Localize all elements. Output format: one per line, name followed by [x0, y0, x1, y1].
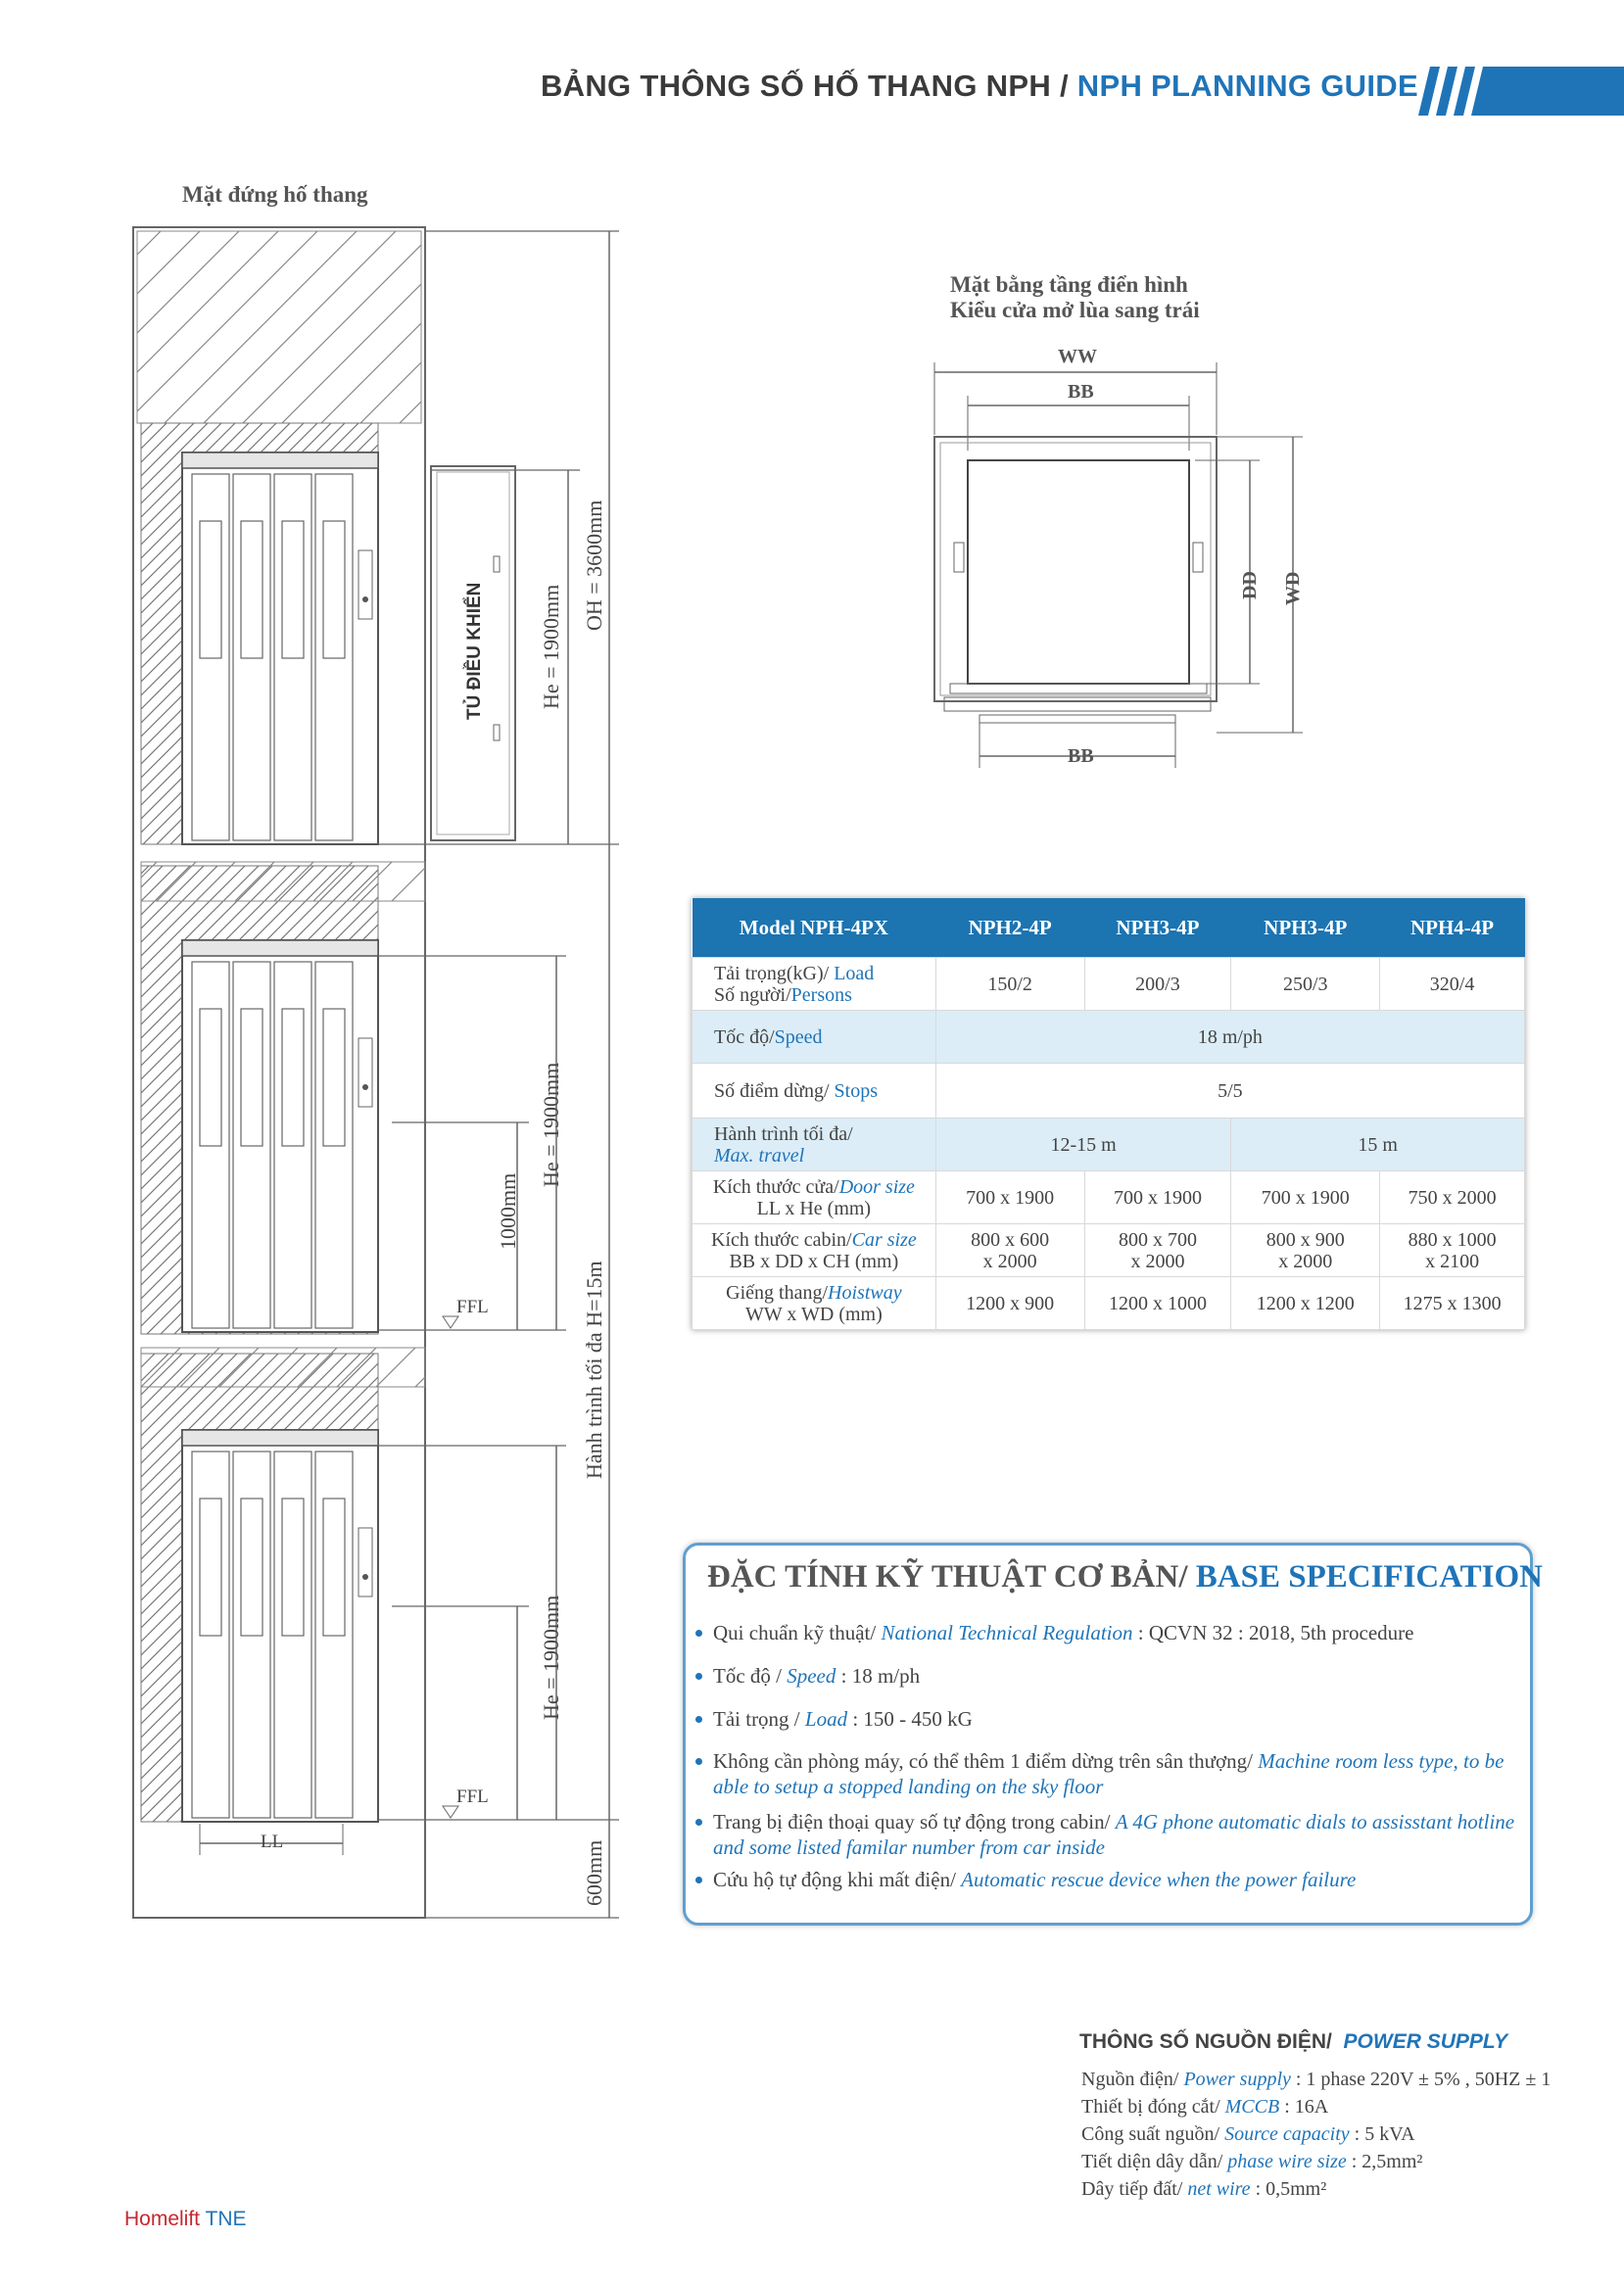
table-row-speed: Tốc độ/Speed 18 m/ph: [692, 1010, 1526, 1064]
table-cell: 700 x 1900: [1083, 1170, 1232, 1224]
he-label-bottom: He = 1900mm: [539, 1595, 563, 1720]
plan-title: Mặt bằng tầng điển hình: [950, 272, 1188, 297]
list-item: Cứu hộ tự động khi mất điện/ Automatic r…: [695, 1867, 1516, 1892]
list-item: Tải trọng / Load : 150 - 450 kG: [695, 1706, 1516, 1732]
page-title-vi: BẢNG THÔNG SỐ HỐ THANG NPH /: [541, 69, 1069, 103]
table-cell: 700 x 1900: [1230, 1170, 1381, 1224]
header-model: Model NPH-4PX: [692, 898, 936, 958]
list-item: Tốc độ / Speed : 18 m/ph: [695, 1663, 1516, 1689]
header-nph2: NPH2-4P: [935, 898, 1085, 958]
row-label-load: Tải trọng(kG)/ Load Số người/Persons: [692, 957, 936, 1011]
spec-table: Model NPH-4PX NPH2-4P NPH3-4P NPH3-4P NP…: [692, 898, 1526, 1330]
spec-table-header: Model NPH-4PX NPH2-4P NPH3-4P NPH3-4P NP…: [692, 898, 1525, 958]
table-cell: 5/5: [934, 1063, 1526, 1119]
ll-label: LL: [261, 1832, 283, 1852]
row-label-stops: Số điểm dừng/ Stops: [692, 1063, 936, 1119]
plan-subtitle: Kiểu cửa mở lùa sang trái: [950, 298, 1200, 322]
list-item: Qui chuẩn kỹ thuật/ National Technical R…: [695, 1620, 1516, 1645]
table-row-travel: Hành trình tối đa/Max. travel 12-15 m 15…: [692, 1118, 1525, 1171]
table-cell: 320/4: [1379, 957, 1525, 1011]
plan-dd-label: DD: [1239, 571, 1261, 599]
power-line: Thiết bị đóng cắt/ MCCB : 16A: [1081, 2096, 1329, 2118]
table-cell: 1275 x 1300: [1379, 1276, 1525, 1330]
table-cell: 200/3: [1083, 957, 1232, 1011]
power-line: Tiết diện dây dẫn/ phase wire size : 2,5…: [1081, 2151, 1423, 2172]
power-line: Công suất nguồn/ Source capacity : 5 kVA: [1081, 2123, 1415, 2145]
table-row-load: Tải trọng(kG)/ Load Số người/Persons 150…: [692, 957, 1525, 1011]
table-cell: 250/3: [1230, 957, 1381, 1011]
he-label-top: He = 1900mm: [539, 585, 563, 709]
elevation-title: Mặt đứng hố thang: [182, 182, 368, 207]
base-spec-title: ĐẶC TÍNH KỸ THUẬT CƠ BẢN/ BASE SPECIFICA…: [707, 1559, 1543, 1595]
header-nph3b: NPH3-4P: [1230, 898, 1380, 958]
page-title-en: NPH PLANNING GUIDE: [1076, 69, 1418, 103]
plan-ww-label: WW: [1058, 346, 1097, 367]
power-line: Dây tiếp đất/ net wire : 0,5mm²: [1081, 2178, 1327, 2200]
page-title: BẢNG THÔNG SỐ HỐ THANG NPH / NPH PLANNIN…: [541, 69, 1418, 104]
plan-bb-bottom-label: BB: [1068, 745, 1094, 767]
plan-wd-label: WD: [1282, 572, 1304, 605]
row-label-speed: Tốc độ/Speed: [692, 1010, 936, 1064]
ffl-label-bottom: FFL: [456, 1786, 489, 1807]
ffl-label-mid: FFL: [456, 1297, 489, 1317]
power-supply-title: THÔNG SỐ NGUỒN ĐIỆN/ POWER SUPPLY: [1079, 2030, 1508, 2053]
table-cell: 700 x 1900: [934, 1170, 1085, 1224]
plan-bb-top-label: BB: [1068, 381, 1094, 403]
list-item: Không cần phòng máy, có thể thêm 1 điểm …: [695, 1748, 1516, 1799]
plan-drawing: WW BB DD WD BB: [933, 346, 1304, 768]
header-nph4: NPH4-4P: [1379, 898, 1525, 958]
header-nph3a: NPH3-4P: [1084, 898, 1231, 958]
table-cell: 15 m: [1230, 1118, 1525, 1171]
table-row-stops: Số điểm dừng/ Stops 5/5: [692, 1063, 1526, 1119]
table-cell: 750 x 2000: [1379, 1170, 1525, 1224]
control-cabinet-label: TỦ ĐIỀU KHIỂN: [463, 583, 485, 720]
travel-label: Hành trình tối đa H=15m: [582, 1261, 606, 1479]
landing-door: [181, 1429, 379, 1823]
header-stripes-decoration: [1418, 67, 1624, 116]
base-spec-box: [683, 1543, 1533, 1926]
landing-door: [181, 452, 379, 845]
brand-logo: Homelift TNE: [124, 2208, 247, 2230]
table-cell: 150/2: [934, 957, 1085, 1011]
pit-label: 600mm: [582, 1840, 606, 1906]
row-label-travel: Hành trình tối đa/Max. travel: [692, 1118, 936, 1171]
table-cell: 1200 x 900: [934, 1276, 1085, 1330]
list-item: Trang bị điện thoại quay số tự động tron…: [695, 1809, 1516, 1860]
table-cell: 1200 x 1200: [1230, 1276, 1381, 1330]
table-cell: 12-15 m: [934, 1118, 1232, 1171]
power-line: Nguồn điện/ Power supply : 1 phase 220V …: [1081, 2069, 1552, 2090]
table-cell: 1200 x 1000: [1083, 1276, 1232, 1330]
oh-label: OH = 3600mm: [582, 500, 606, 631]
table-cell: 18 m/ph: [934, 1010, 1526, 1064]
h1000-label: 1000mm: [496, 1173, 520, 1250]
he-label-mid: He = 1900mm: [539, 1063, 563, 1187]
landing-door: [181, 939, 379, 1333]
